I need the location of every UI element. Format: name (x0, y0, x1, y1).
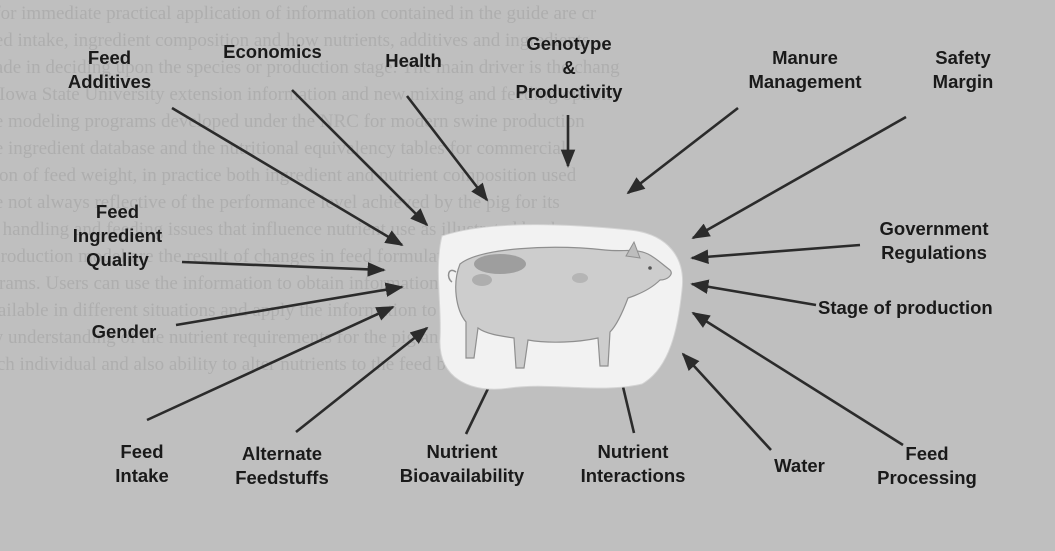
label-manure-management: Manure Management (740, 46, 870, 94)
arrow-economics (292, 90, 427, 225)
label-economics: Economics (205, 40, 340, 64)
label-alternate-feedstuffs: Alternate Feedstuffs (222, 442, 342, 490)
label-nutrient-interactions: Nutrient Interactions (568, 440, 698, 488)
label-genotype-productivity: Genotype & Productivity (493, 32, 645, 104)
arrow-ingredient-quality (182, 262, 384, 270)
arrow-water (683, 354, 771, 450)
label-gender: Gender (74, 320, 174, 344)
label-health: Health (366, 49, 461, 73)
label-feed-intake: Feed Intake (97, 440, 187, 488)
label-government-regulations: Government Regulations (854, 217, 1014, 265)
arrow-government (692, 245, 860, 258)
arrow-manure (628, 108, 738, 193)
arrow-processing (693, 313, 903, 445)
arrow-stage (692, 284, 816, 305)
label-feed-ingredient-quality: Feed Ingredient Quality (45, 200, 190, 272)
label-feed-processing: Feed Processing (862, 442, 992, 490)
label-nutrient-bioavailability: Nutrient Bioavailability (382, 440, 542, 488)
pig-image (430, 218, 690, 393)
arrow-feed-additives (172, 108, 402, 245)
label-safety-margin: Safety Margin (913, 46, 1013, 94)
label-stage-of-production: Stage of production (818, 296, 1043, 320)
label-feed-additives: Feed Additives (52, 46, 167, 94)
arrow-health (407, 96, 487, 200)
label-water: Water (757, 454, 842, 478)
